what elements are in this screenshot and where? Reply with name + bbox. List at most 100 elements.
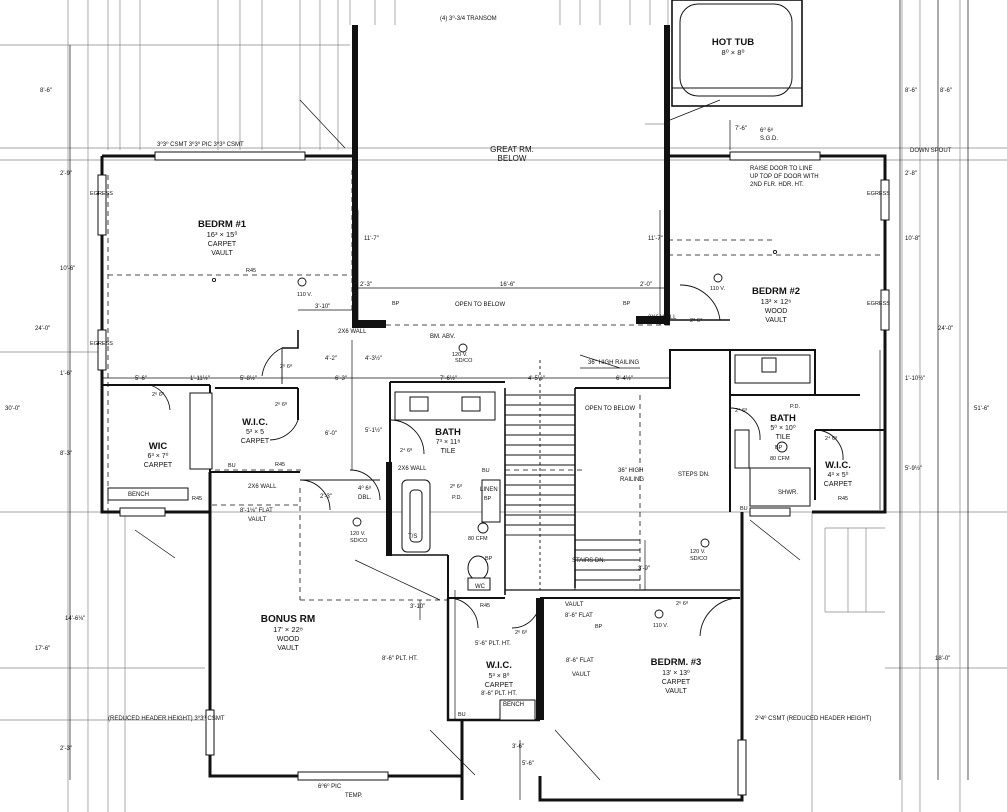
room-note-bedrm2: VAULT xyxy=(765,317,787,324)
open-below-label-2: OPEN TO BELOW xyxy=(585,406,635,412)
flat-vault-label-3: VAULT xyxy=(572,672,591,678)
dim-8-6: 8'-6" xyxy=(40,88,52,94)
room-finish-wic3: CARPET xyxy=(824,481,853,488)
reduced-header-label-2: 2⁰4⁰ CSMT (REDUCED HEADER HEIGHT) xyxy=(755,715,871,722)
dim-7-6: 7'-6½" xyxy=(440,375,457,382)
r45-label-2: R45 xyxy=(275,462,285,468)
dimension-lines xyxy=(69,0,969,800)
room-finish-bath1: TILE xyxy=(441,448,456,455)
bu-label-2: BU xyxy=(482,468,490,474)
r45-label-3: R45 xyxy=(192,496,202,502)
transom-label: (4) 3⁰-3/4 TRANSOM xyxy=(440,15,497,22)
dim-51-6: 51'-6" xyxy=(974,406,989,412)
sdco-label-3: SD/CO xyxy=(690,556,708,562)
room-finish-bath2: TILE xyxy=(776,434,791,441)
dim-8-6-right-b: 8'-6" xyxy=(940,88,952,94)
dim-24: 24'-0" xyxy=(35,326,50,332)
railing-label: 36" HIGH RAILING xyxy=(588,360,639,366)
stairs xyxy=(504,360,640,591)
dim-2-3-left: 2'-3" xyxy=(60,746,72,752)
plate-height-label-2: 5'-6" PLT. HT. xyxy=(475,641,511,647)
bu-label-4: BU xyxy=(740,506,748,512)
room-name-bath1: BATH xyxy=(435,427,461,438)
wall-2x6-label-3: 2X6 WALL xyxy=(398,466,427,472)
raise-door-note-3: 2ND FLR. HDR. HT. xyxy=(750,182,804,188)
dim-3-10b: 3'-10" xyxy=(410,604,425,610)
egress-label-3: EGRESS xyxy=(867,191,890,197)
vault-label: VAULT xyxy=(565,602,584,608)
raise-door-note-1: RAISE DOOR TO LINE xyxy=(750,166,812,172)
dim-5-6-b: 5'-6" xyxy=(522,761,534,767)
egress-label-1: EGRESS xyxy=(90,191,113,197)
dim-8-6-right: 8'-6" xyxy=(905,88,917,94)
bp-label-3: BP xyxy=(485,556,493,562)
room-finish-wic1: CARPET xyxy=(144,462,173,469)
room-finish-bedrm1: CARPET xyxy=(208,241,237,248)
dim-8-3: 8'-3" xyxy=(60,451,72,457)
railing-label-2: 36" HIGH xyxy=(618,468,643,474)
dim-11-7-a: 11'-7" xyxy=(364,236,379,242)
fan-label-2: 80 CFM xyxy=(770,456,790,462)
pd-label-2: P.D. xyxy=(790,404,800,410)
dim-18-0: 18'-0" xyxy=(935,656,950,662)
room-size-hottub: 8⁰ × 8⁰ xyxy=(722,48,745,57)
double-door-label: DBL. xyxy=(358,495,372,501)
bu-label-1: BU xyxy=(228,463,236,469)
room-size-bath2: 5⁰ × 10⁰ xyxy=(770,424,795,432)
door-label-5: 2⁸ 6⁸ xyxy=(690,317,702,324)
room-size-wic2: 5³ × 5 xyxy=(246,429,264,436)
bp-label-6: BP xyxy=(484,496,492,502)
fixtures xyxy=(211,249,788,619)
dim-11-7-b: 11'-7" xyxy=(648,236,663,242)
bu-label-3: BU xyxy=(458,712,466,718)
room-size-wic4: 5³ × 8⁰ xyxy=(489,672,510,680)
dim-3-9: 3'-9" xyxy=(638,566,650,572)
door-label-6: 2⁴ 6⁸ xyxy=(735,407,747,414)
room-finish-wic2: CARPET xyxy=(241,438,270,445)
door-label-4: 2⁴ 6⁸ xyxy=(400,447,412,454)
door-label-9: 2⁶ 6⁸ xyxy=(676,600,688,607)
room-finish-bedrm3: CARPET xyxy=(662,679,691,686)
thick-walls xyxy=(352,25,670,720)
fan-label-1: 80 CFM xyxy=(468,536,488,542)
hot-tub xyxy=(671,0,803,107)
room-name-wic1: WIC xyxy=(149,441,168,452)
dim-4-3: 4'-3½" xyxy=(365,355,382,362)
annotations: (4) 3⁰-3/4 TRANSOM OPEN TO BELOW OPEN TO… xyxy=(108,15,952,799)
double-door-size-label: 4⁰ 6⁸ xyxy=(358,485,372,492)
down-spout-label: DOWN SPOUT xyxy=(910,148,952,154)
dim-4-2: 4'-2" xyxy=(325,356,337,362)
dashed-lines xyxy=(107,170,885,601)
room-size-bonus: 17' × 22⁸ xyxy=(273,625,303,634)
egress-label-2: EGRESS xyxy=(90,341,113,347)
sdco-label-2: SD/CO xyxy=(350,538,368,544)
dim-2-3: 2'-3" xyxy=(360,282,372,288)
bottom-window-label: 6⁰6⁰ PIC xyxy=(318,783,342,790)
room-note-wic4: 8'-6" PLT. HT. xyxy=(481,691,517,697)
bp-label-2: BP xyxy=(623,301,631,307)
dim-16-6: 16'-6" xyxy=(500,282,515,288)
dim-3-6: 3'-6" xyxy=(512,744,524,750)
room-size-wic1: 6³ × 7⁰ xyxy=(148,452,169,460)
room-finish-bedrm2: WOOD xyxy=(765,308,788,315)
door-label-1: 2⁶ 6⁸ xyxy=(152,391,164,398)
dim-2-3-mid: 2'-3" xyxy=(320,494,332,500)
wall-2x6-label-2: 2X6 WALL xyxy=(648,315,677,321)
room-size-bath1: 7³ × 11⁸ xyxy=(436,439,460,446)
room-name-wic3: W.I.C. xyxy=(825,460,851,471)
dim-1-6: 1'-6" xyxy=(60,371,72,377)
sd-label-3: 110 V. xyxy=(653,623,668,629)
beam-above-label: BM. ABV. xyxy=(430,334,455,340)
sd-label-1: 110 V. xyxy=(297,292,312,298)
room-name-hottub: HOT TUB xyxy=(712,37,754,48)
room-name-great: GREAT RM. xyxy=(490,145,534,154)
door-label-3: 2⁶ 6⁸ xyxy=(275,401,287,408)
dim-6-0: 6'-0" xyxy=(325,431,337,437)
room-name-bedrm3: BEDRM. #3 xyxy=(651,657,702,668)
flat-label-1: 8'-1⅛" FLAT xyxy=(240,508,273,514)
plate-height-label-1: 8'-6" PLT. HT. xyxy=(382,656,418,662)
bp-label-5: BP xyxy=(775,445,783,451)
sdco-label-1: SD/CO xyxy=(455,358,473,364)
steps-down-label: STEPS DN. xyxy=(678,472,710,478)
